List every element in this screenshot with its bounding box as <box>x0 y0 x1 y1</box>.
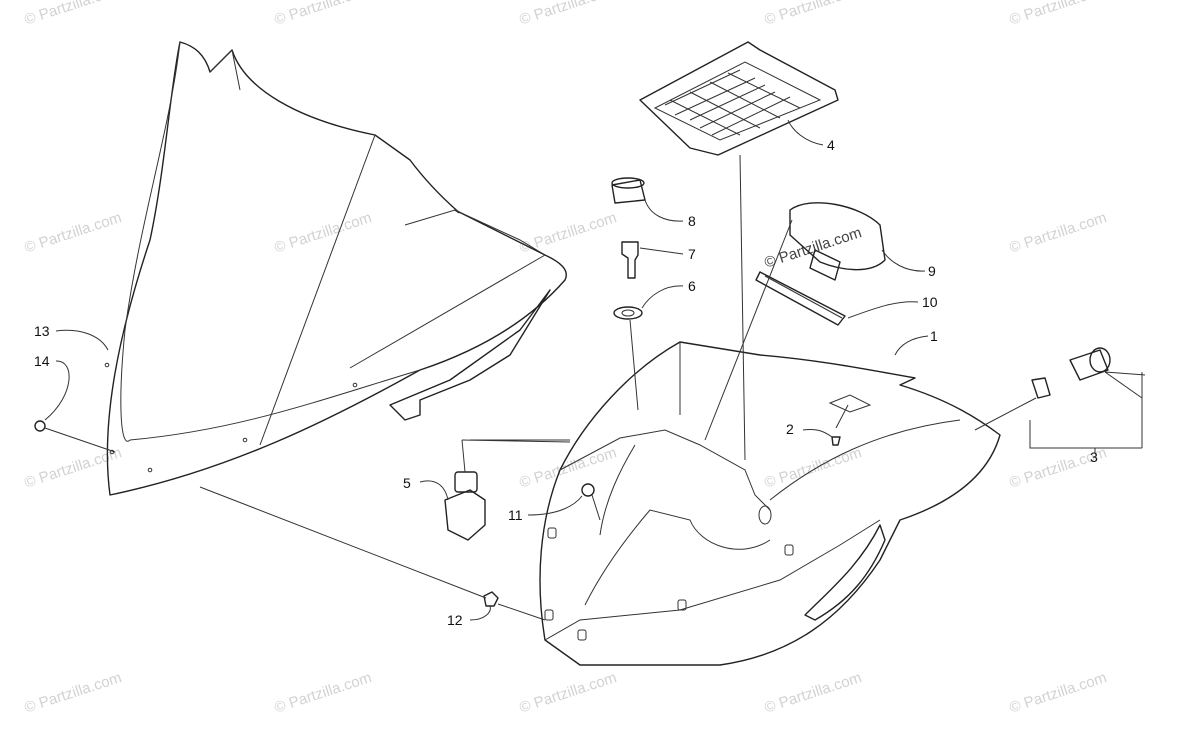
windshield-screw[interactable] <box>34 420 116 453</box>
ignition-cap[interactable] <box>611 177 646 204</box>
console-light[interactable] <box>789 202 886 281</box>
grommet[interactable] <box>613 306 643 411</box>
hood-screw[interactable] <box>831 404 849 446</box>
storage-tray[interactable] <box>639 41 839 156</box>
callout-4: 4 <box>827 137 835 153</box>
callout-13: 13 <box>34 323 50 339</box>
ignition-key[interactable] <box>621 241 639 279</box>
power-outlet[interactable] <box>974 347 1146 449</box>
windshield-nut[interactable] <box>199 486 546 621</box>
callout-14: 14 <box>34 353 50 369</box>
hood-bolt[interactable] <box>581 483 601 521</box>
callout-8: 8 <box>688 213 696 229</box>
callout-2: 2 <box>786 421 794 437</box>
seal-strip[interactable] <box>755 271 846 326</box>
callout-7: 7 <box>688 246 696 262</box>
callout-1: 1 <box>930 328 938 344</box>
callout-11: 11 <box>508 507 523 523</box>
callout-6: 6 <box>688 278 696 294</box>
callout-5: 5 <box>403 475 411 491</box>
windshield[interactable] <box>104 41 567 496</box>
hood[interactable] <box>539 341 1001 666</box>
callout-12: 12 <box>447 612 463 628</box>
callout-3: 3 <box>1090 449 1098 465</box>
callout-9: 9 <box>928 263 936 279</box>
callout-10: 10 <box>922 294 938 310</box>
ignition-switch[interactable] <box>444 439 571 541</box>
callouts: 1 2 3 4 5 6 7 8 9 10 11 12 13 14 <box>34 119 1098 628</box>
